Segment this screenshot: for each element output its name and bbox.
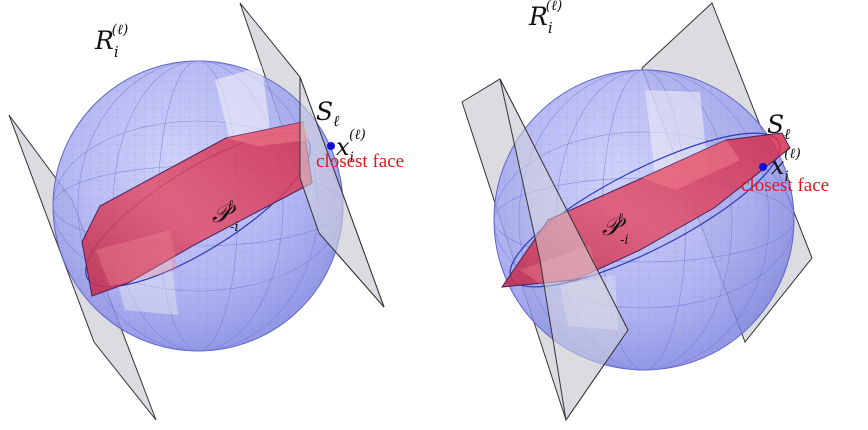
closest-face-label: closest face — [316, 151, 404, 172]
closest-point — [759, 163, 767, 171]
region-label: Ri(ℓ) — [94, 22, 128, 61]
sphere-label: Sℓ — [316, 97, 339, 130]
closest-face-label: closest face — [741, 175, 829, 196]
region-label: Ri(ℓ) — [528, 0, 562, 37]
left-panel: Ri(ℓ) Sℓ xi(ℓ) closest face 𝒫-iℓ — [8, 2, 404, 421]
closest-point — [327, 142, 335, 150]
point-label: xi(ℓ) — [771, 146, 801, 185]
right-panel: Ri(ℓ) Sℓ xi(ℓ) closest face 𝒫-iℓ — [461, 0, 829, 422]
point-label: xi(ℓ) — [336, 127, 366, 166]
sphere-label: Sℓ — [767, 110, 790, 143]
